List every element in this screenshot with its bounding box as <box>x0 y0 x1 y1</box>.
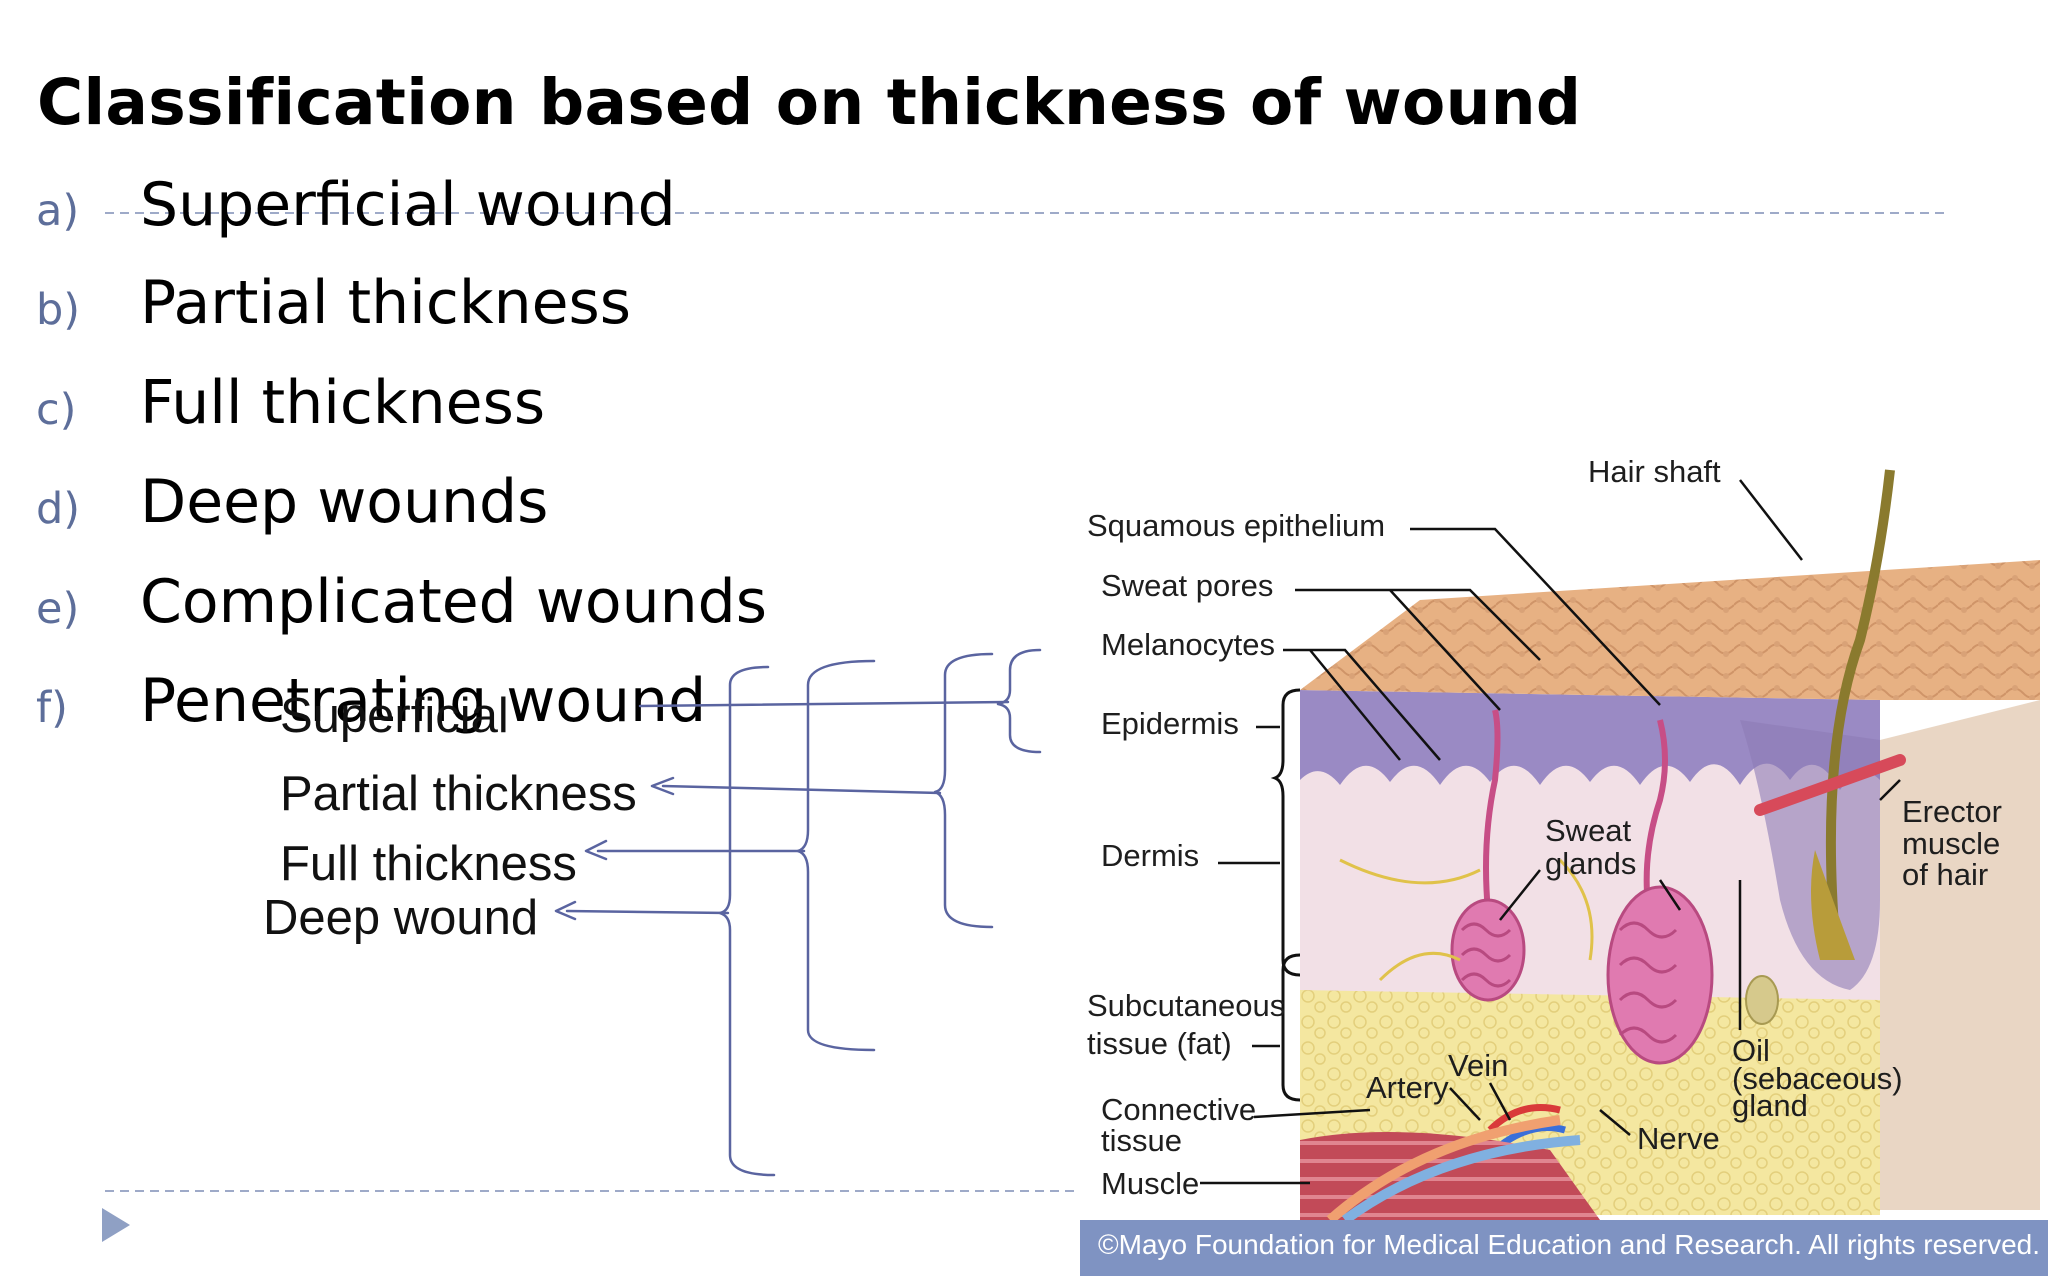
follicle-region <box>1740 720 1880 990</box>
sweat-gland-right <box>1606 719 1714 1065</box>
artery-vessel <box>1487 1104 1561 1133</box>
label-sweat-glands-2: glands <box>1545 846 1637 881</box>
brace-partial-icon <box>933 652 994 929</box>
label-sweat-glands-1: Sweat <box>1545 813 1632 848</box>
list-item-deep: Deep wounds <box>140 467 549 537</box>
list-marker-d: d) <box>36 484 81 534</box>
leader-squamous <box>1410 527 1661 706</box>
leader-connective <box>1253 1108 1371 1119</box>
oil-gland <box>1745 975 1779 1025</box>
label-epidermis: Epidermis <box>1101 706 1239 741</box>
label-erector-3: of hair <box>1902 857 1989 892</box>
arrow-head-deep-icon <box>554 900 577 921</box>
block-side <box>1880 700 2040 1210</box>
annotation-line-superficial <box>638 700 1010 708</box>
list-item-superficial: Superficial wound <box>140 170 676 240</box>
annotation-full-thickness: Full thickness <box>280 837 577 891</box>
list-item-penetrating: Penetrating wound <box>140 666 707 736</box>
label-subcutaneous-1: Subcutaneous <box>1087 988 1286 1023</box>
list-item-partial: Partial thickness <box>140 268 632 338</box>
label-oil-1: Oil <box>1732 1033 1770 1068</box>
arrow-head-full-icon <box>584 839 608 861</box>
annotation-arrow-partial <box>661 784 942 795</box>
play-arrow-icon <box>102 1208 130 1242</box>
label-connective-1: Connective <box>1101 1092 1257 1127</box>
list-marker-a: a) <box>36 186 80 236</box>
leader-sweat-glands <box>1499 869 1682 921</box>
copyright-bar <box>1080 1220 2048 1276</box>
dermis-layer <box>1300 750 1880 1000</box>
annotation-deep-wound: Deep wound <box>263 891 539 945</box>
label-sweat-pores: Sweat pores <box>1101 568 1274 603</box>
annotation-superficial: Superficial <box>280 689 509 743</box>
label-oil-2: (sebaceous) <box>1732 1061 1903 1096</box>
hair-shaft <box>1825 469 1895 941</box>
label-erector-2: muscle <box>1902 826 2001 861</box>
label-hair-shaft: Hair shaft <box>1588 454 1721 489</box>
list-item-full: Full thickness <box>140 368 546 438</box>
brace-full-icon <box>796 659 876 1052</box>
label-squamous-epithelium: Squamous epithelium <box>1087 508 1386 543</box>
brace-superficial-icon <box>996 648 1042 754</box>
annotation-partial-thickness: Partial thickness <box>280 767 637 821</box>
slide-title: Classification based on thickness of wou… <box>37 66 1582 139</box>
list-marker-c: c) <box>36 385 77 435</box>
label-dermis: Dermis <box>1101 838 1200 873</box>
leader-nerve <box>1599 1109 1631 1136</box>
label-melanocytes: Melanocytes <box>1101 627 1276 662</box>
sweat-gland-left <box>1450 709 1526 1002</box>
leader-erector <box>1879 779 1901 801</box>
label-connective-2: tissue <box>1101 1123 1182 1158</box>
label-subcutaneous-2: tissue (fat) <box>1087 1026 1232 1061</box>
leader-artery <box>1449 1087 1481 1121</box>
annotation-arrow-deep <box>565 909 730 915</box>
label-muscle: Muscle <box>1101 1166 1200 1201</box>
erector-muscle <box>1754 754 1906 816</box>
list-item-complicated: Complicated wounds <box>140 567 768 637</box>
arrow-head-partial-icon <box>650 776 675 796</box>
label-nerve: Nerve <box>1637 1121 1720 1156</box>
brace-deep-icon <box>718 665 776 1177</box>
list-marker-e: e) <box>36 584 80 634</box>
leader-hair <box>1739 479 1803 561</box>
label-artery: Artery <box>1366 1070 1449 1105</box>
copyright-text: ©Mayo Foundation for Medical Education a… <box>1098 1229 2041 1260</box>
brace-dermis <box>1281 953 1301 1102</box>
epidermis-layer <box>1300 690 1880 790</box>
label-oil-3: gland <box>1732 1088 1808 1123</box>
list-marker-f: f) <box>36 683 68 733</box>
leader-melanocytes <box>1283 648 1441 761</box>
label-erector-1: Erector <box>1902 794 2002 829</box>
label-vein: Vein <box>1448 1048 1509 1083</box>
leader-sweat-pores <box>1295 588 1541 711</box>
leader-vein <box>1488 1082 1512 1121</box>
list-marker-b: b) <box>36 285 81 335</box>
